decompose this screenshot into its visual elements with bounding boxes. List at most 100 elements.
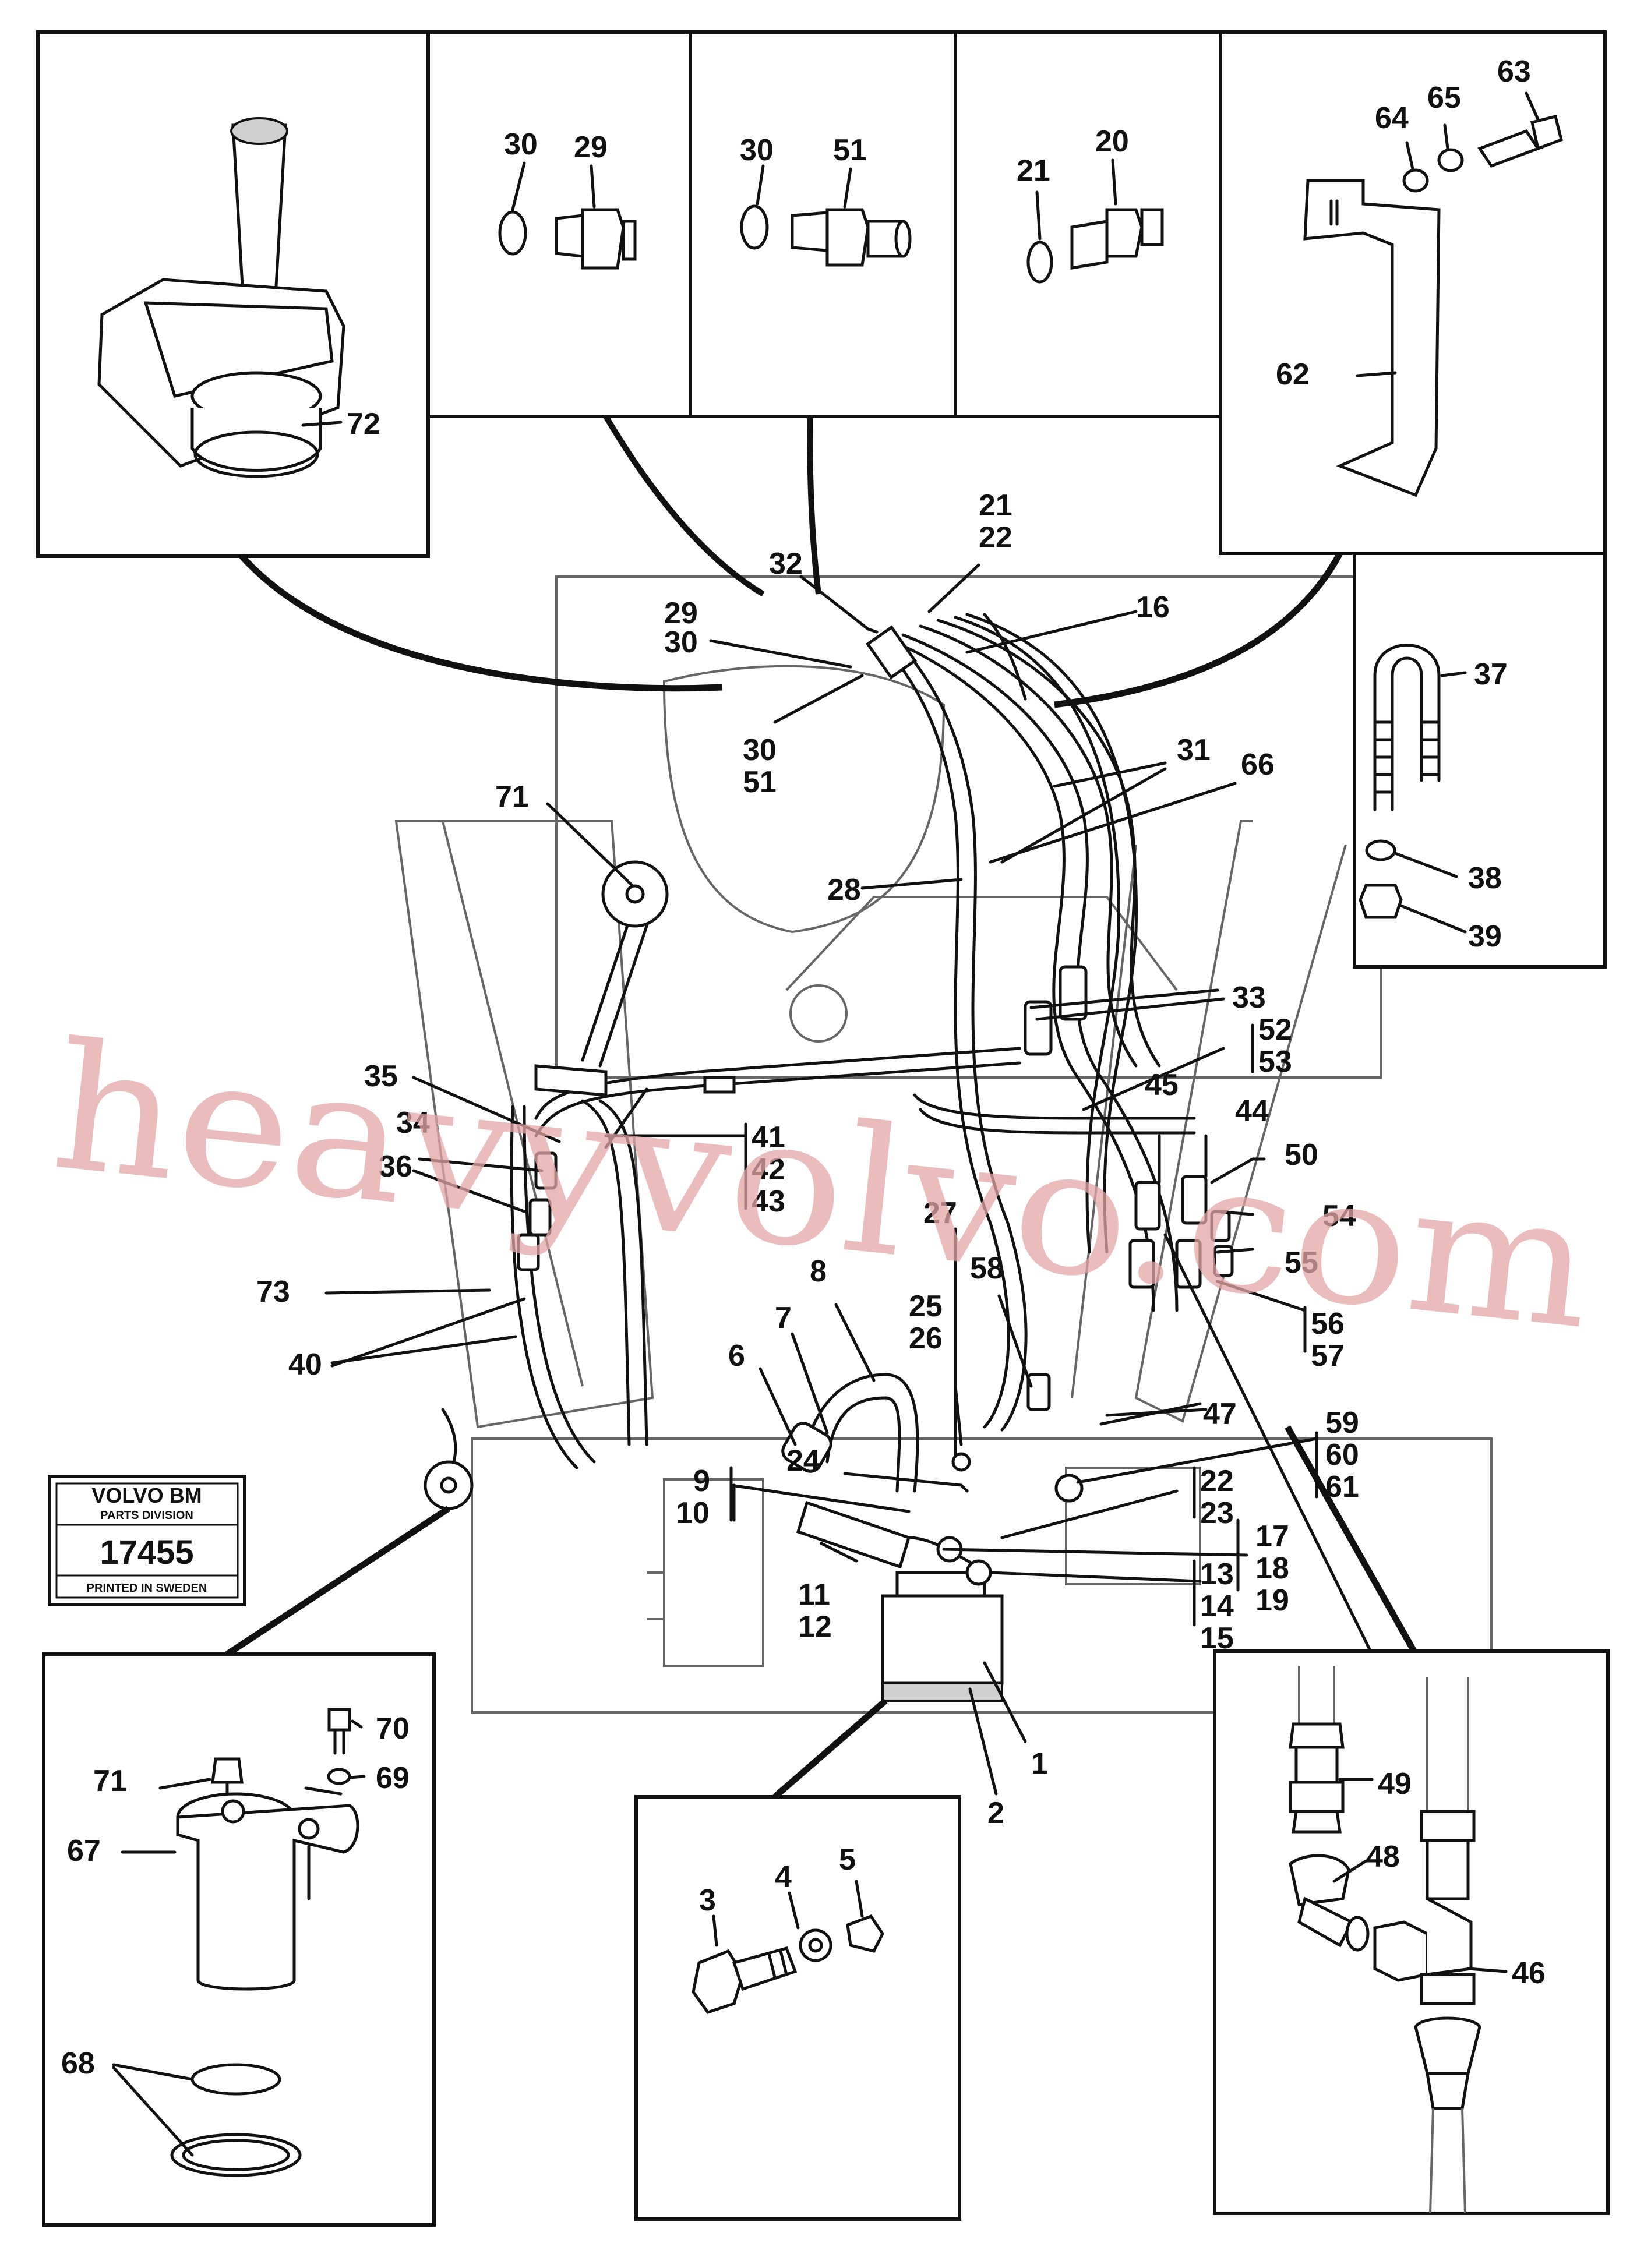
callout-16: 16: [1136, 591, 1170, 624]
callout-50: 50: [1285, 1138, 1318, 1172]
callout-73: 73: [256, 1275, 290, 1309]
callout-15: 15: [1200, 1621, 1234, 1655]
callout-4: 4: [775, 1860, 792, 1894]
callout-45: 45: [1145, 1068, 1179, 1102]
callout-23: 23: [1200, 1496, 1234, 1530]
callout-55: 55: [1285, 1246, 1318, 1280]
callout-48: 48: [1366, 1840, 1400, 1874]
callout-61: 61: [1325, 1470, 1359, 1504]
callout-39: 39: [1468, 920, 1502, 953]
callout-58: 58: [970, 1252, 1004, 1285]
callout-21: 21: [1017, 154, 1050, 188]
callout-19: 19: [1255, 1584, 1289, 1617]
inset-3-5: [634, 1795, 961, 2221]
callout-51: 51: [743, 765, 777, 799]
callout-35: 35: [364, 1059, 398, 1093]
badge-division: PARTS DIVISION: [100, 1509, 193, 1522]
callout-54: 54: [1322, 1199, 1356, 1233]
callout-71: 71: [495, 780, 529, 814]
callout-53: 53: [1258, 1045, 1292, 1079]
callout-30: 30: [740, 133, 774, 167]
callout-30: 30: [743, 733, 777, 767]
callout-26: 26: [909, 1322, 943, 1355]
callout-67: 67: [67, 1834, 101, 1868]
callout-60: 60: [1325, 1438, 1359, 1472]
callout-27: 27: [923, 1196, 957, 1230]
callout-63: 63: [1497, 55, 1531, 89]
callout-43: 43: [752, 1185, 785, 1218]
volvo-badge: VOLVO BM PARTS DIVISION 17455 PRINTED IN…: [48, 1475, 246, 1606]
callout-64: 64: [1375, 101, 1409, 135]
inset-20-21: [954, 30, 1222, 418]
callout-13: 13: [1200, 1557, 1234, 1591]
inset-30-51: [689, 30, 957, 418]
callout-37: 37: [1474, 658, 1508, 691]
callout-44: 44: [1235, 1094, 1269, 1128]
callout-72: 72: [347, 407, 380, 441]
callout-8: 8: [810, 1255, 827, 1288]
callout-57: 57: [1311, 1339, 1345, 1373]
callout-49: 49: [1378, 1767, 1412, 1801]
callout-33: 33: [1232, 981, 1266, 1015]
label-brackets: [729, 1023, 1318, 1627]
callout-32: 32: [769, 547, 803, 581]
inset-29-30: [426, 30, 692, 418]
callout-22: 22: [979, 521, 1012, 554]
badge-number: 17455: [100, 1534, 193, 1571]
callout-56: 56: [1311, 1307, 1345, 1341]
callout-70: 70: [376, 1712, 410, 1746]
callout-42: 42: [752, 1153, 785, 1186]
callout-10: 10: [676, 1496, 710, 1530]
callout-65: 65: [1427, 81, 1461, 115]
callout-7: 7: [775, 1301, 792, 1335]
callout-22: 22: [1200, 1464, 1234, 1498]
callout-11: 11: [798, 1578, 830, 1612]
callout-52: 52: [1258, 1013, 1292, 1047]
badge-printed: PRINTED IN SWEDEN: [87, 1582, 207, 1595]
callout-25: 25: [909, 1290, 943, 1323]
inset-62-65: [1219, 30, 1607, 555]
callout-21: 21: [979, 489, 1012, 522]
callout-38: 38: [1468, 861, 1502, 895]
callout-47: 47: [1203, 1397, 1237, 1431]
callout-71: 71: [93, 1764, 127, 1798]
inset-72: [36, 30, 430, 558]
callout-6: 6: [728, 1339, 745, 1373]
callout-1: 1: [1031, 1747, 1048, 1781]
badge-brand: VOLVO BM: [91, 1483, 202, 1507]
hose-assembly: [424, 613, 1234, 1702]
callout-9: 9: [693, 1464, 710, 1498]
callout-36: 36: [379, 1150, 412, 1184]
callout-29: 29: [574, 130, 608, 164]
callout-17: 17: [1255, 1520, 1289, 1553]
callout-12: 12: [798, 1610, 832, 1644]
callout-46: 46: [1512, 1956, 1546, 1990]
callout-59: 59: [1325, 1406, 1359, 1440]
inset-37-39: [1353, 552, 1607, 969]
callout-28: 28: [827, 873, 861, 907]
callout-68: 68: [61, 2047, 95, 2080]
callout-5: 5: [839, 1843, 856, 1877]
callout-14: 14: [1200, 1589, 1234, 1623]
callout-62: 62: [1276, 358, 1310, 391]
callout-labels: 72 30 29 30 51 21 20 64 65 63 62 37 38 3…: [61, 55, 1546, 2080]
callout-20: 20: [1095, 125, 1129, 158]
callout-29: 29: [664, 596, 698, 630]
callout-30: 30: [504, 128, 538, 161]
callout-40: 40: [288, 1348, 322, 1382]
inset-67-71: [42, 1652, 436, 2227]
watermark: heavyvolvo.com: [44, 1005, 1601, 1368]
callout-41: 41: [752, 1121, 785, 1154]
callout-2: 2: [987, 1796, 1004, 1830]
callout-51: 51: [833, 133, 867, 167]
callout-69: 69: [376, 1761, 410, 1795]
callout-3: 3: [699, 1884, 716, 1917]
callout-66: 66: [1241, 748, 1275, 782]
callout-30: 30: [664, 626, 698, 659]
inset-connectors: [225, 415, 1419, 1800]
callout-18: 18: [1255, 1552, 1289, 1585]
callout-34: 34: [396, 1106, 430, 1140]
callout-24: 24: [786, 1444, 820, 1478]
callout-31: 31: [1177, 733, 1211, 767]
